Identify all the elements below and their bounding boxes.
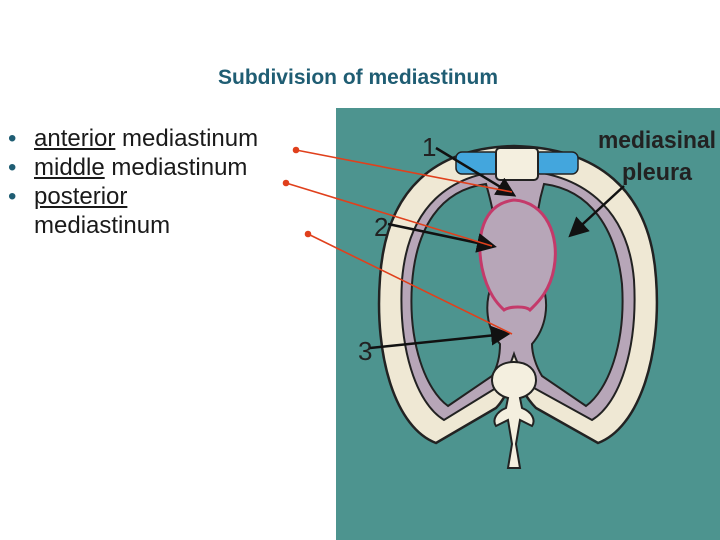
- bullet-text: mediastinum: [104, 154, 248, 181]
- bullet-dot: •: [8, 154, 17, 181]
- sternum: [495, 147, 539, 181]
- bullet-text: mediastinum: [34, 212, 171, 239]
- arrow-3: [369, 325, 511, 350]
- thymus-right: [533, 151, 579, 175]
- bullet-term: anterior: [34, 125, 116, 152]
- label-3: 3: [358, 336, 372, 366]
- bullet-list: • anterior mediastinum • middle mediastinu…: [8, 124, 338, 240]
- bullet-anterior: • anterior mediastinum: [8, 124, 338, 153]
- bullet-dot: •: [8, 183, 17, 210]
- label-1: 1: [422, 132, 436, 162]
- thorax-cross-section: 1 2 3 mediasinal pleura: [358, 127, 716, 469]
- mediastinum-figure: 1 2 3 mediasinal pleura: [336, 108, 720, 540]
- bullet-text: mediastinum: [115, 125, 259, 152]
- label-2: 2: [374, 212, 388, 242]
- bullet-term: middle: [34, 154, 105, 181]
- vertebra: [490, 360, 538, 469]
- bullet-posterior: • posterior mediastinum: [8, 182, 338, 240]
- slide-title: Subdivision of mediastinum: [217, 66, 499, 89]
- pericardium: [478, 198, 557, 313]
- arrow-pleura: [568, 185, 625, 238]
- label-pleura-line2: pleura: [622, 159, 693, 186]
- bullet-middle: • middle mediastinum: [8, 153, 338, 182]
- bullet-dot: •: [8, 125, 17, 152]
- bullet-term: posterior: [34, 183, 128, 210]
- label-pleura-line1: mediasinal: [598, 127, 716, 154]
